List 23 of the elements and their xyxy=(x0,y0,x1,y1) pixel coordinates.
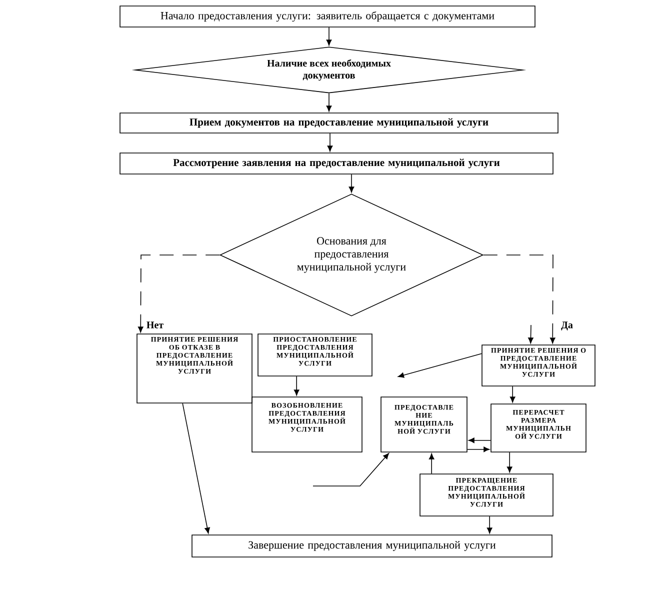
arrow xyxy=(294,376,300,396)
arrow xyxy=(138,254,220,333)
arrow xyxy=(483,254,556,344)
arrow xyxy=(467,446,490,452)
arrow xyxy=(348,174,354,193)
arrow xyxy=(312,453,390,486)
process-box: Завершение предоставления муниципальной услуги xyxy=(192,534,552,558)
arrow xyxy=(506,452,512,473)
arrow xyxy=(326,27,332,46)
edge-label: Да xyxy=(560,320,574,332)
arrow xyxy=(182,403,210,534)
arrow xyxy=(528,324,534,344)
edge-label: Нет xyxy=(145,320,165,330)
arrow xyxy=(327,133,333,152)
process-box: Начало предоставления услуги: заявитель обращается с документами xyxy=(120,6,536,28)
arrow xyxy=(428,453,434,474)
arrow xyxy=(510,386,516,403)
arrow xyxy=(398,353,482,378)
arrow xyxy=(468,438,491,444)
process-box: Рассмотрение заявления на предоставление муниципальной услуги xyxy=(120,152,554,174)
process-box: Прием документов на предоставление муниципальной услуги xyxy=(120,112,558,134)
arrow xyxy=(326,93,332,112)
arrow xyxy=(486,516,492,534)
